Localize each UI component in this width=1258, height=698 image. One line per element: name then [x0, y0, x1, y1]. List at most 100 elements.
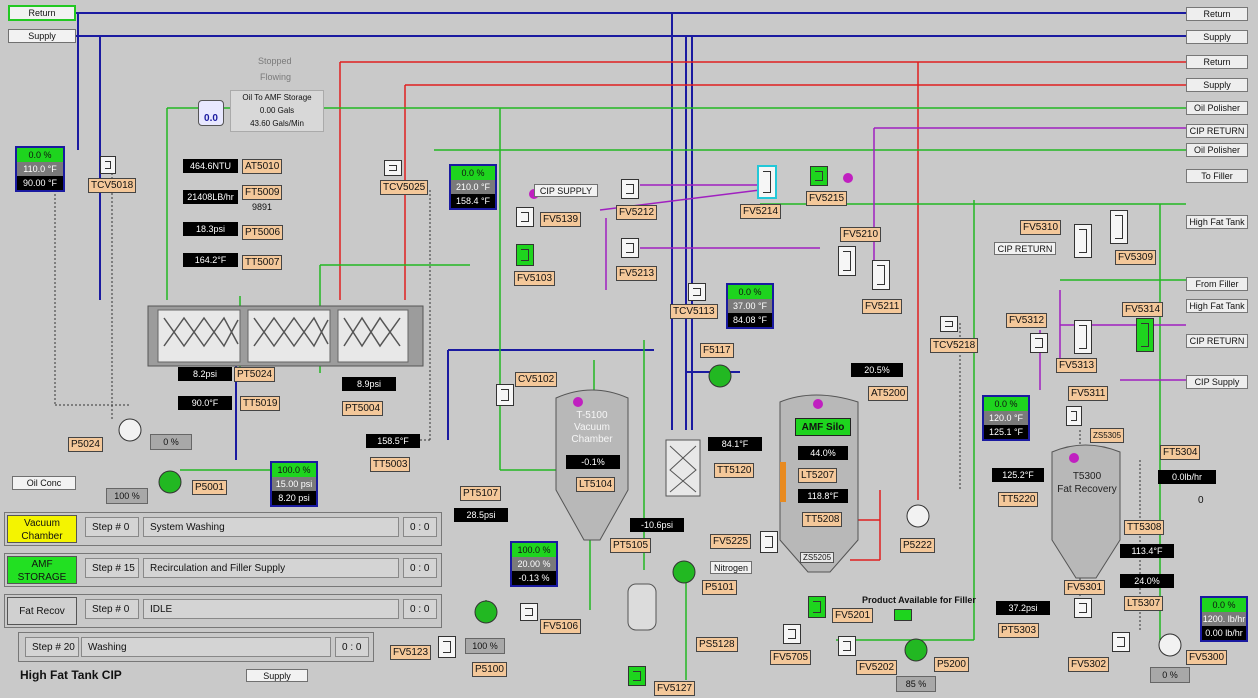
- tt5003-tag[interactable]: TT5003: [370, 457, 411, 472]
- pt5024-tag[interactable]: PT5024: [234, 367, 276, 382]
- fv5202-tag[interactable]: FV5202: [856, 660, 898, 675]
- return-button-left[interactable]: Return: [8, 5, 76, 21]
- fv5313-valve-icon[interactable]: [1074, 320, 1092, 354]
- tcv5218-valve-icon[interactable]: [940, 316, 958, 332]
- fv5211-tag[interactable]: FV5211: [862, 299, 903, 314]
- fat-recov-button[interactable]: Fat Recov: [7, 597, 77, 625]
- pt5303-tag[interactable]: PT5303: [998, 623, 1040, 638]
- tcv5113-valve-icon[interactable]: [688, 283, 706, 301]
- right-label-return-2[interactable]: Return: [1186, 55, 1248, 69]
- fv5127-tag[interactable]: FV5127: [654, 681, 696, 696]
- fv5127-valve-icon[interactable]: [628, 666, 646, 686]
- cv5102-valve-icon[interactable]: [496, 384, 514, 406]
- right-label-supply-2[interactable]: Supply: [1186, 78, 1248, 92]
- fv5705-tag[interactable]: FV5705: [770, 650, 812, 665]
- controller-box-b[interactable]: 0.0 % 210.0 °F 158.4 °F: [449, 164, 497, 210]
- fv5106-tag[interactable]: FV5106: [540, 619, 582, 634]
- right-label-from-filler[interactable]: From Filler: [1186, 277, 1248, 291]
- fv5106-valve-icon[interactable]: [520, 603, 538, 621]
- fv5213-tag[interactable]: FV5213: [616, 266, 658, 281]
- p5001-tag[interactable]: P5001: [192, 480, 227, 495]
- amf-storage-button[interactable]: AMF STORAGE: [7, 556, 77, 584]
- tcv5018-valve-icon[interactable]: [100, 156, 116, 174]
- right-label-supply-1[interactable]: Supply: [1186, 30, 1248, 44]
- fv5300-tag[interactable]: FV5300: [1186, 650, 1228, 665]
- pt5107-tag[interactable]: PT5107: [460, 486, 502, 501]
- fv5139-valve-icon[interactable]: [516, 207, 534, 227]
- fv5215-tag[interactable]: FV5215: [806, 191, 848, 206]
- controller-box-c[interactable]: 100.0 % 15.00 psi 8.20 psi: [270, 461, 318, 507]
- p5100-tag[interactable]: P5100: [472, 662, 507, 677]
- fv5214-valve-icon[interactable]: [757, 165, 777, 199]
- controller-box-g[interactable]: 0.0 % 1200. lb/hr 0.00 lb/hr: [1200, 596, 1248, 642]
- fv5123-valve-icon[interactable]: [438, 636, 456, 658]
- tcv5025-tag[interactable]: TCV5025: [380, 180, 429, 195]
- gauge-icon[interactable]: 0.0: [198, 100, 224, 126]
- fv5202-valve-icon[interactable]: [838, 636, 856, 656]
- tcv5113-tag[interactable]: TCV5113: [670, 304, 718, 319]
- fv5212-valve-icon[interactable]: [621, 179, 639, 199]
- fv5301-valve-icon[interactable]: [1074, 598, 1092, 618]
- ft5009-tag[interactable]: FT5009: [242, 185, 283, 200]
- fv5312-tag[interactable]: FV5312: [1006, 313, 1048, 328]
- fv5313-tag[interactable]: FV5313: [1056, 358, 1098, 373]
- fv5201-tag[interactable]: FV5201: [832, 608, 874, 623]
- tt5308-tag[interactable]: TT5308: [1124, 520, 1165, 535]
- fv5301-tag[interactable]: FV5301: [1064, 580, 1106, 595]
- pt5105-tag[interactable]: PT5105: [610, 538, 652, 553]
- cip-supply-button[interactable]: CIP SUPPLY: [534, 184, 598, 197]
- ft5304-tag[interactable]: FT5304: [1160, 445, 1201, 460]
- fv5103-tag[interactable]: FV5103: [514, 271, 556, 286]
- cip-return-button[interactable]: CIP RETURN: [994, 242, 1056, 255]
- fv5210-tag[interactable]: FV5210: [840, 227, 882, 242]
- pt5004-tag[interactable]: PT5004: [342, 401, 384, 416]
- fv5705-valve-icon[interactable]: [783, 624, 801, 644]
- fv5312-valve-icon[interactable]: [1030, 333, 1048, 353]
- fv5211-valve-icon[interactable]: [872, 260, 890, 290]
- fv5310-tag[interactable]: FV5310: [1020, 220, 1062, 235]
- ps5128-tag[interactable]: PS5128: [696, 637, 738, 652]
- lt5207-tag[interactable]: LT5207: [798, 468, 838, 483]
- fv5213-valve-icon[interactable]: [621, 238, 639, 258]
- supply-button-bottom[interactable]: Supply: [246, 669, 308, 682]
- fv5225-valve-icon[interactable]: [760, 531, 778, 553]
- fv5210-valve-icon[interactable]: [838, 246, 856, 276]
- fv5309-valve-icon[interactable]: [1110, 210, 1128, 244]
- fv5139-tag[interactable]: FV5139: [540, 212, 582, 227]
- controller-box-a[interactable]: 0.0 % 110.0 °F 90.00 °F: [15, 146, 65, 192]
- cv5102-tag[interactable]: CV5102: [515, 372, 558, 387]
- zs5305-tag[interactable]: ZS5305: [1090, 428, 1125, 443]
- tt5007-tag[interactable]: TT5007: [242, 255, 283, 270]
- right-label-cip-return-2[interactable]: CIP RETURN: [1186, 334, 1248, 348]
- fv5302-tag[interactable]: FV5302: [1068, 657, 1110, 672]
- tcv5218-tag[interactable]: TCV5218: [930, 338, 979, 353]
- fv5310-valve-icon[interactable]: [1074, 224, 1092, 258]
- p5101-tag[interactable]: P5101: [702, 580, 737, 595]
- right-label-cip-supply[interactable]: CIP Supply: [1186, 375, 1248, 389]
- fv5314-valve-icon[interactable]: [1136, 318, 1154, 352]
- at5010-tag[interactable]: AT5010: [242, 159, 283, 174]
- p5222-tag[interactable]: P5222: [900, 538, 935, 553]
- right-label-high-fat-tank-1[interactable]: High Fat Tank: [1186, 215, 1248, 229]
- tt5120-tag[interactable]: TT5120: [714, 463, 755, 478]
- pt5006-tag[interactable]: PT5006: [242, 225, 284, 240]
- p5024-tag[interactable]: P5024: [68, 437, 103, 452]
- p5200-tag[interactable]: P5200: [934, 657, 969, 672]
- right-label-high-fat-tank-2[interactable]: High Fat Tank: [1186, 299, 1248, 313]
- fv5314-tag[interactable]: FV5314: [1122, 302, 1164, 317]
- fv5302-valve-icon[interactable]: [1112, 632, 1130, 652]
- oil-conc-button[interactable]: Oil Conc: [12, 476, 76, 490]
- fv5225-tag[interactable]: FV5225: [710, 534, 752, 549]
- lt5104-tag[interactable]: LT5104: [576, 477, 616, 492]
- tt5220-tag[interactable]: TT5220: [998, 492, 1039, 507]
- at5200-tag[interactable]: AT5200: [868, 386, 909, 401]
- lt5307-tag[interactable]: LT5307: [1124, 596, 1164, 611]
- fv5212-tag[interactable]: FV5212: [616, 205, 658, 220]
- fv5311-tag[interactable]: FV5311: [1068, 386, 1109, 401]
- tt5019-tag[interactable]: TT5019: [240, 396, 281, 411]
- vacuum-chamber-button[interactable]: Vacuum Chamber: [7, 515, 77, 543]
- controller-box-f[interactable]: 0.0 % 120.0 °F 125.1 °F: [982, 395, 1030, 441]
- fv5201-valve-icon[interactable]: [808, 596, 826, 618]
- right-label-oil-polisher-1[interactable]: Oil Polisher: [1186, 101, 1248, 115]
- fv5103-valve-icon[interactable]: [516, 244, 534, 266]
